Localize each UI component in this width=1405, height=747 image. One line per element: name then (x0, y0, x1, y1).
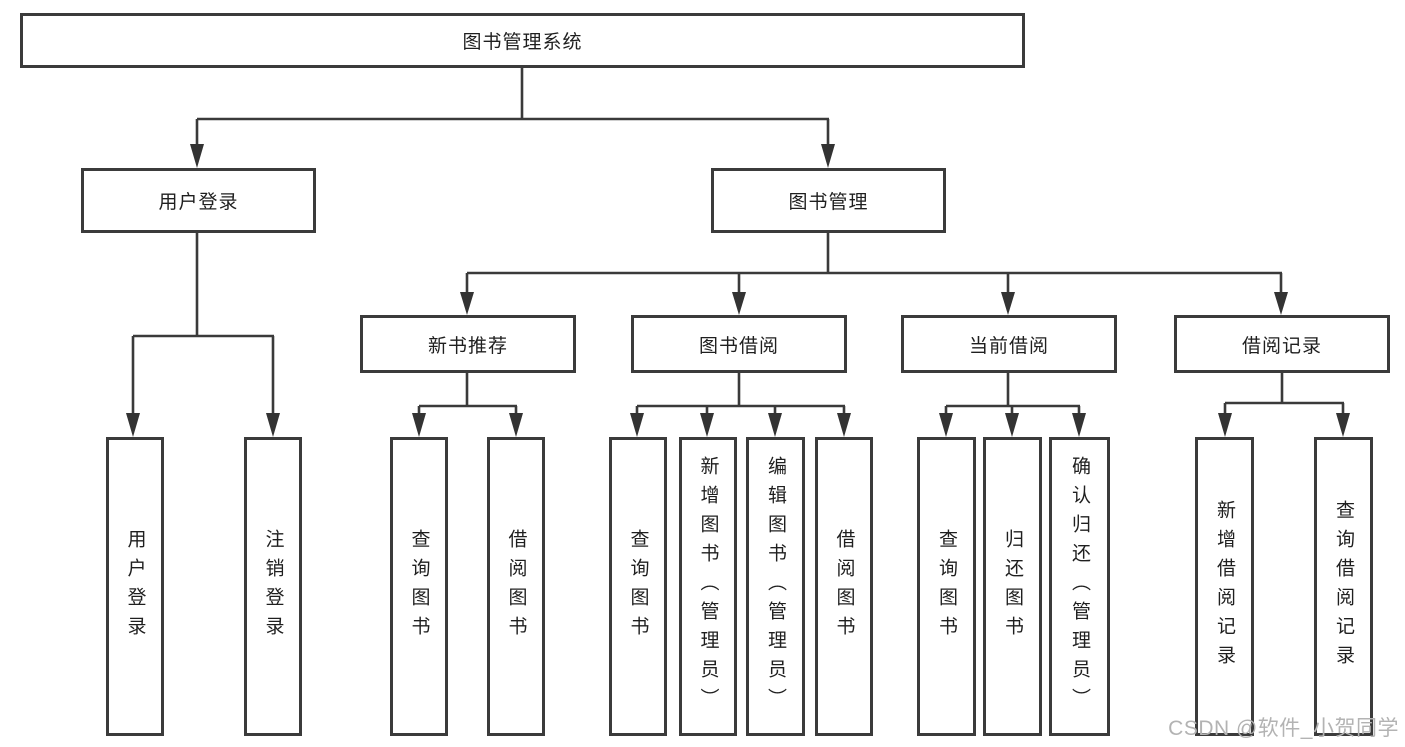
leaf-user-login: 用户登录 (106, 437, 164, 736)
node-label: 查询图书 (408, 528, 430, 645)
node-borrowing-records: 借阅记录 (1174, 315, 1390, 373)
node-user-login: 用户登录 (81, 168, 316, 233)
leaf-borrow-books-borrowing: 借阅图书 (815, 437, 873, 736)
csdn-watermark: CSDN @软件_小贺同学 (1168, 717, 1399, 740)
leaf-query-borrow-record: 查询借阅记录 (1314, 437, 1373, 736)
leaf-query-books-current: 查询图书 (917, 437, 976, 736)
node-label: 图书借阅 (698, 335, 779, 357)
node-label: 用户登录 (158, 192, 239, 213)
node-label: 借阅图书 (505, 528, 527, 645)
node-current-borrowing: 当前借阅 (901, 315, 1117, 373)
node-library-management-system: 图书管理系统 (20, 13, 1025, 68)
leaf-add-borrow-record: 新增借阅记录 (1195, 437, 1254, 736)
leaf-logout: 注销登录 (244, 437, 302, 736)
node-new-book-recommendation: 新书推荐 (360, 315, 576, 373)
node-label: 归还图书 (1002, 528, 1023, 645)
node-label: 图书管理 (788, 192, 869, 213)
node-label: 当前借阅 (968, 335, 1049, 357)
node-book-borrowing: 图书借阅 (631, 315, 847, 373)
node-label: 用户登录 (124, 528, 146, 645)
node-label: 图书管理系统 (462, 32, 583, 53)
leaf-borrow-books-recommend: 借阅图书 (487, 437, 545, 736)
node-label: 借阅图书 (833, 528, 855, 645)
leaf-return-books: 归还图书 (983, 437, 1042, 736)
leaf-query-books-recommend: 查询图书 (390, 437, 448, 736)
node-label: 查询借阅记录 (1333, 499, 1354, 674)
arrowheads (126, 144, 1350, 437)
node-label: 新书推荐 (427, 335, 508, 357)
node-label: 注销登录 (262, 528, 284, 645)
leaf-confirm-return-admin: 确认归还（管理员） (1049, 437, 1110, 736)
node-label: 查询图书 (627, 528, 649, 645)
node-book-management: 图书管理 (711, 168, 946, 233)
node-label: 查询图书 (936, 528, 957, 645)
leaf-add-book-admin: 新增图书（管理员） (679, 437, 737, 736)
node-label: 编辑图书（管理员） (765, 456, 786, 717)
node-label: 新增图书（管理员） (697, 456, 719, 717)
leaf-edit-book-admin: 编辑图书（管理员） (746, 437, 805, 736)
node-label: 借阅记录 (1241, 335, 1322, 357)
leaf-query-books-borrowing: 查询图书 (609, 437, 667, 736)
node-label: 确认归还（管理员） (1069, 456, 1090, 717)
node-label: 新增借阅记录 (1214, 499, 1235, 674)
